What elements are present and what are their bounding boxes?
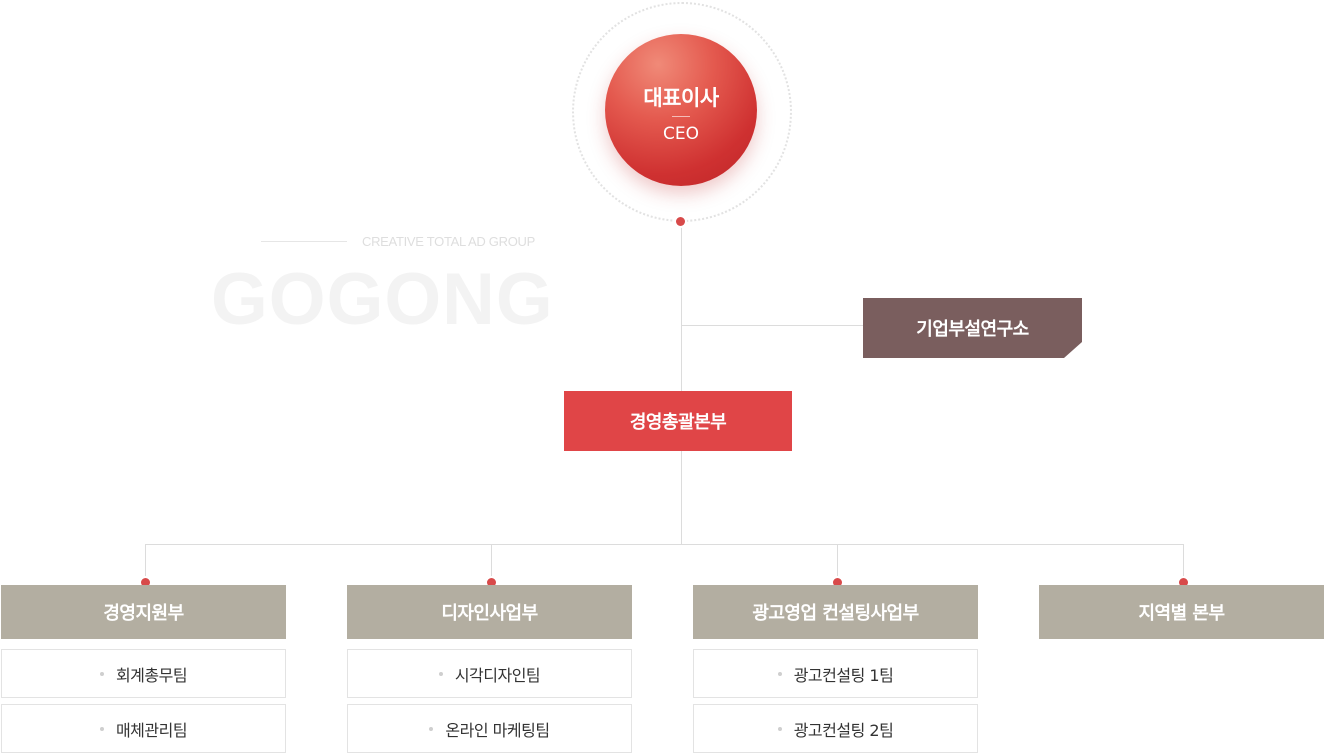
background-tagline: CREATIVE TOTAL AD GROUP: [362, 234, 535, 249]
team-item: 온라인 마케팅팀: [347, 704, 632, 753]
team-label: 매체관리팀: [115, 720, 188, 740]
bullet-icon: [777, 671, 782, 676]
ceo-node: 대표이사 CEO: [605, 34, 757, 186]
team-label: 광고컨설팅 1팀: [793, 665, 894, 685]
dept-connector-4: [1183, 544, 1184, 582]
trunk-connector: [681, 222, 682, 544]
team-item: 시각디자인팀: [347, 649, 632, 698]
research-lab-node: 기업부설연구소: [863, 298, 1082, 358]
background-logo: GOGONG: [211, 259, 554, 340]
bullet-icon: [438, 671, 443, 676]
bullet-icon: [429, 726, 434, 731]
dept-dot-3: [833, 578, 842, 587]
team-label: 시각디자인팀: [454, 665, 541, 685]
ceo-divider: [672, 116, 690, 117]
dept-connector-2: [491, 544, 492, 582]
department-design: 디자인사업부: [347, 585, 632, 639]
dept-dot-2: [487, 578, 496, 587]
bullet-icon: [777, 726, 782, 731]
department-ad-consulting: 광고영업 컨설팅사업부: [693, 585, 978, 639]
dept-connector-3: [837, 544, 838, 582]
ceo-connector-dot: [676, 217, 685, 226]
ceo-title: 대표이사: [643, 86, 719, 110]
lab-connector: [681, 325, 863, 326]
team-item: 매체관리팀: [1, 704, 286, 753]
ceo-subtitle: CEO: [663, 124, 699, 144]
team-item: 회계총무팀: [1, 649, 286, 698]
department-regional: 지역별 본부: [1039, 585, 1324, 639]
team-label: 광고컨설팅 2팀: [793, 720, 894, 740]
headquarters-node: 경영총괄본부: [564, 391, 792, 451]
dept-dot-1: [141, 578, 150, 587]
dept-connector-1: [145, 544, 146, 582]
dept-dot-4: [1179, 578, 1188, 587]
tagline-rule: [261, 241, 347, 242]
department-management-support: 경영지원부: [1, 585, 286, 639]
bullet-icon: [99, 671, 104, 676]
team-item: 광고컨설팅 2팀: [693, 704, 978, 753]
team-label: 회계총무팀: [115, 665, 188, 685]
bullet-icon: [99, 726, 104, 731]
team-label: 온라인 마케팅팀: [445, 720, 550, 740]
team-item: 광고컨설팅 1팀: [693, 649, 978, 698]
department-bus-connector: [145, 544, 1183, 545]
